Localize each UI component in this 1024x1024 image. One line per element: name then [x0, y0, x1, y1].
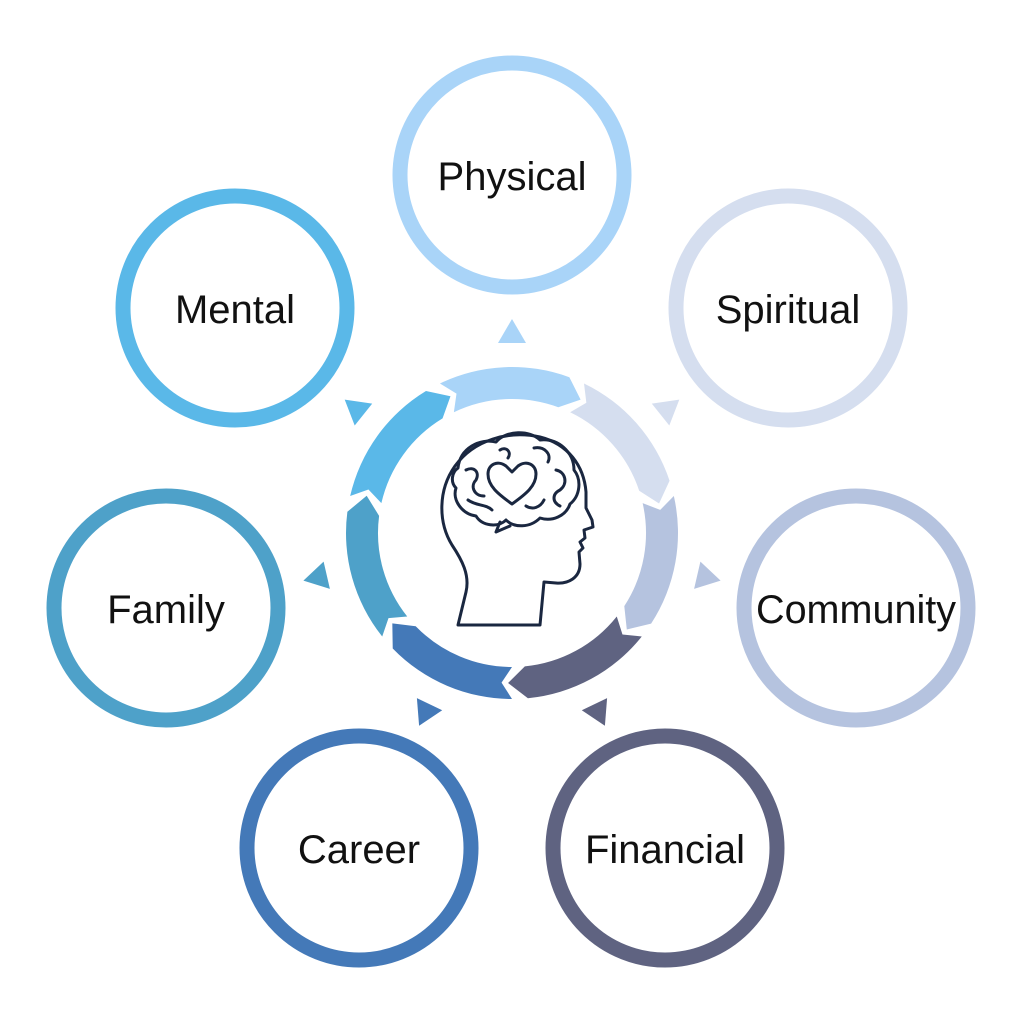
brain-fold-top — [498, 447, 511, 460]
ring-segment-community — [624, 496, 679, 630]
pointer-financial — [581, 698, 608, 726]
brain-fold-left — [464, 467, 486, 498]
node-mental-label: Mental — [175, 288, 295, 332]
ring-segment-financial — [508, 616, 642, 699]
ring-segment-career — [392, 623, 512, 699]
brain-fold-left-lower — [466, 498, 494, 512]
node-family: Family — [46, 488, 286, 728]
node-physical-ring — [392, 55, 632, 295]
ring-segment-physical — [439, 366, 581, 413]
node-community: Community — [736, 488, 976, 728]
node-physical-label: Physical — [438, 155, 587, 199]
brain-fold-top-right — [532, 446, 551, 464]
node-community-ring — [736, 488, 976, 728]
ring-segment-spiritual — [570, 383, 670, 504]
node-spiritual: Spiritual — [668, 188, 908, 428]
node-financial: Financial — [545, 728, 785, 968]
pointer-spiritual — [651, 399, 680, 426]
node-career-label: Career — [298, 828, 420, 872]
ring-segment-mental — [350, 391, 451, 504]
pointer-mental — [344, 399, 373, 426]
pointer-physical — [498, 319, 526, 343]
node-community-label: Community — [756, 588, 956, 632]
head-with-brain-and-heart-icon — [440, 431, 595, 627]
node-physical: Physical — [392, 55, 632, 295]
node-family-label: Family — [107, 588, 225, 632]
node-pointers — [303, 319, 721, 726]
brain-outline — [450, 431, 581, 528]
node-family-ring — [46, 488, 286, 728]
outer-nodes: Physical Spiritual Community Financial C… — [46, 55, 976, 968]
node-financial-ring — [545, 728, 785, 968]
brain-stem — [494, 520, 512, 534]
pointer-family — [303, 561, 330, 589]
node-career-ring — [239, 728, 479, 968]
node-career: Career — [239, 728, 479, 968]
heart-shape — [486, 461, 538, 506]
node-mental: Mental — [115, 188, 355, 428]
head-outline — [440, 433, 595, 627]
node-mental-ring — [115, 188, 355, 428]
node-spiritual-ring — [668, 188, 908, 428]
cycle-ring — [346, 366, 679, 699]
ring-segment-family — [346, 495, 408, 637]
brain-fold-right-lower — [524, 498, 546, 510]
node-spiritual-label: Spiritual — [716, 288, 861, 332]
pointer-career — [416, 698, 443, 726]
pointer-community — [694, 561, 721, 589]
node-financial-label: Financial — [585, 828, 745, 872]
brain-fold-right — [552, 468, 567, 508]
